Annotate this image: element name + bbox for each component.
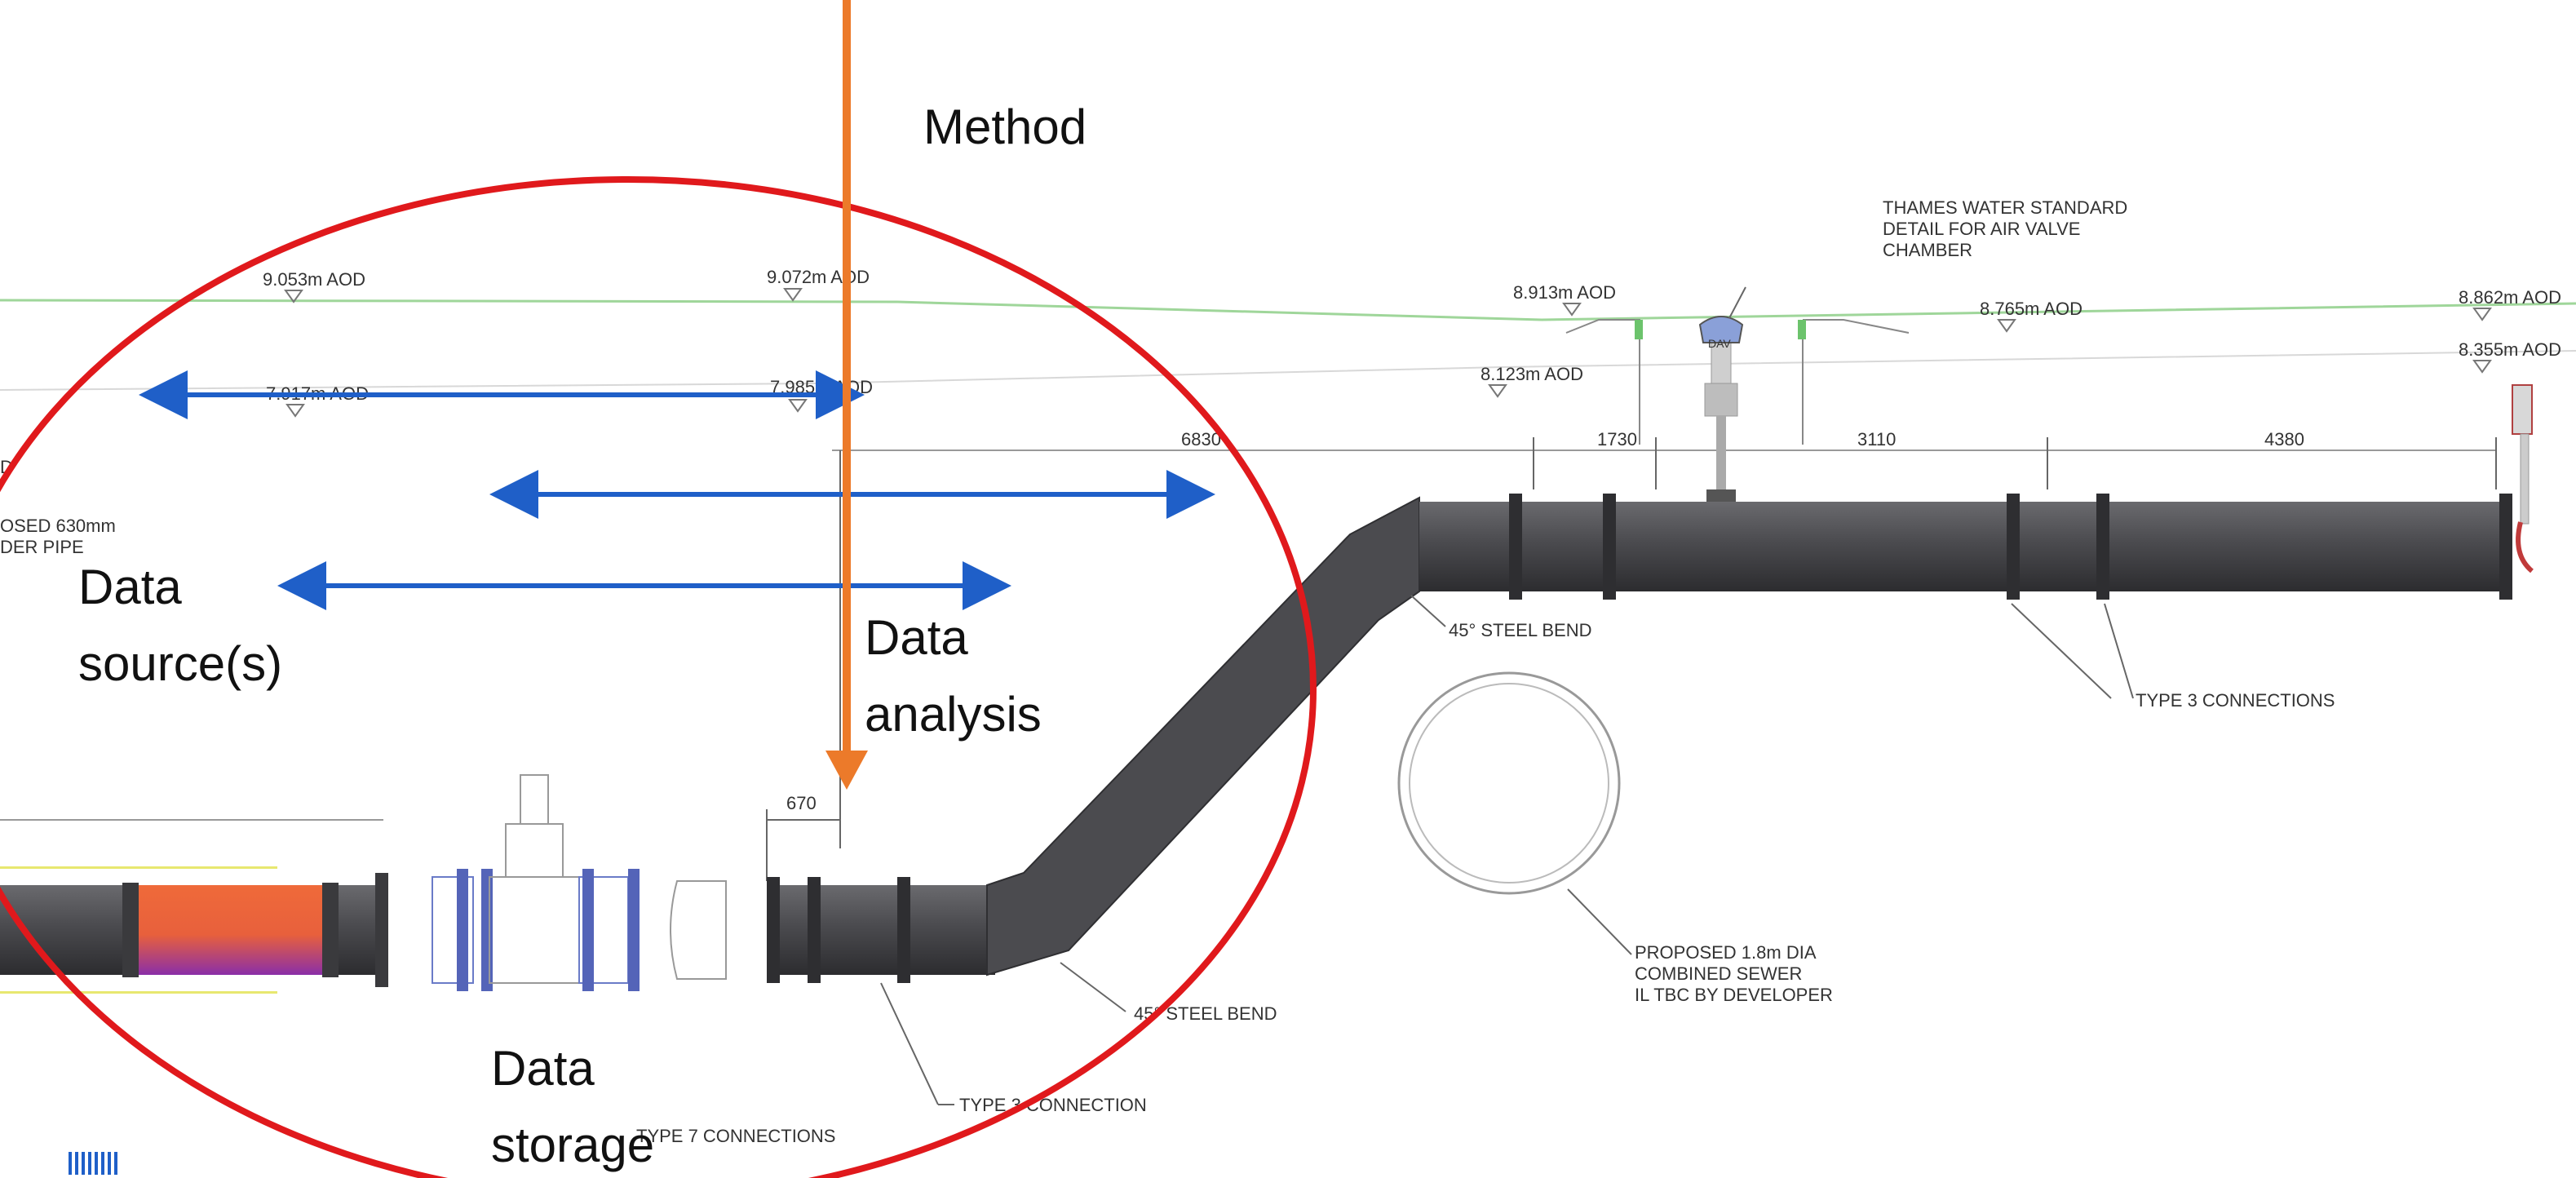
dimension-3110: 3110 [1857,429,1896,450]
sewer-callout-line: PROPOSED 1.8m DIA [1635,942,1817,963]
thames-callout-line: CHAMBER [1883,240,1972,260]
valve-assembly [432,774,727,991]
steel-bend-callout: 45° STEEL BEND [1449,620,1592,640]
data-sources-label: source(s) [78,636,282,691]
thames-callout-line: THAMES WATER STANDARD [1883,197,2127,218]
leader-lines [880,286,2134,1105]
thames-callout-line: DETAIL FOR AIR VALVE [1883,219,2080,239]
data-storage-label: storage [491,1118,654,1172]
air-valve-chamber: DAV [1565,316,1910,504]
valve-tag: DAV [1708,337,1731,350]
method-label: Method [923,100,1087,154]
blue-arrows [139,370,1215,610]
right-end-valve [2512,384,2534,574]
level-label: 9.053m AOD [263,269,365,290]
focus-ellipse [0,176,1317,1178]
level-label: 8.862m AOD [2459,287,2561,308]
combined-sewer-circle [1397,671,1621,895]
data-analysis-label: Data [865,610,968,665]
orange-arrow [825,0,868,790]
data-analysis-label: analysis [865,687,1042,742]
dimension-6830: 6830 [1181,429,1221,450]
logo-bars [69,1152,117,1175]
dimension-4380: 4380 [2264,429,2304,450]
type7-connections-callout: TYPE 7 CONNECTIONS [636,1126,835,1146]
level-label: 8.913m AOD [1513,282,1616,303]
level-label: 9.072m AOD [767,267,870,287]
type3-connection-callout: TYPE 3 CONNECTION [959,1095,1147,1115]
data-storage-label: Data [491,1041,595,1096]
dimension-1730: 1730 [1597,429,1637,450]
left-cut-label: OSED 630mm [0,516,116,536]
level-label: 8.355m AOD [2459,339,2561,360]
data-sources-label: Data [78,560,182,614]
pipeline [0,494,2512,994]
sewer-callout-line: IL TBC BY DEVELOPER [1635,985,1833,1005]
type3-connections-callout: TYPE 3 CONNECTIONS [2136,690,2335,711]
left-cut-labels: D OSED 630mm DER PIPE [0,457,116,557]
dimension-670: 670 [786,793,817,813]
sewer-callout-line: COMBINED SEWER [1635,963,1802,984]
level-label: 8.765m AOD [1980,299,2082,319]
left-cut-label: DER PIPE [0,537,84,557]
level-label: 8.123m AOD [1481,364,1583,384]
